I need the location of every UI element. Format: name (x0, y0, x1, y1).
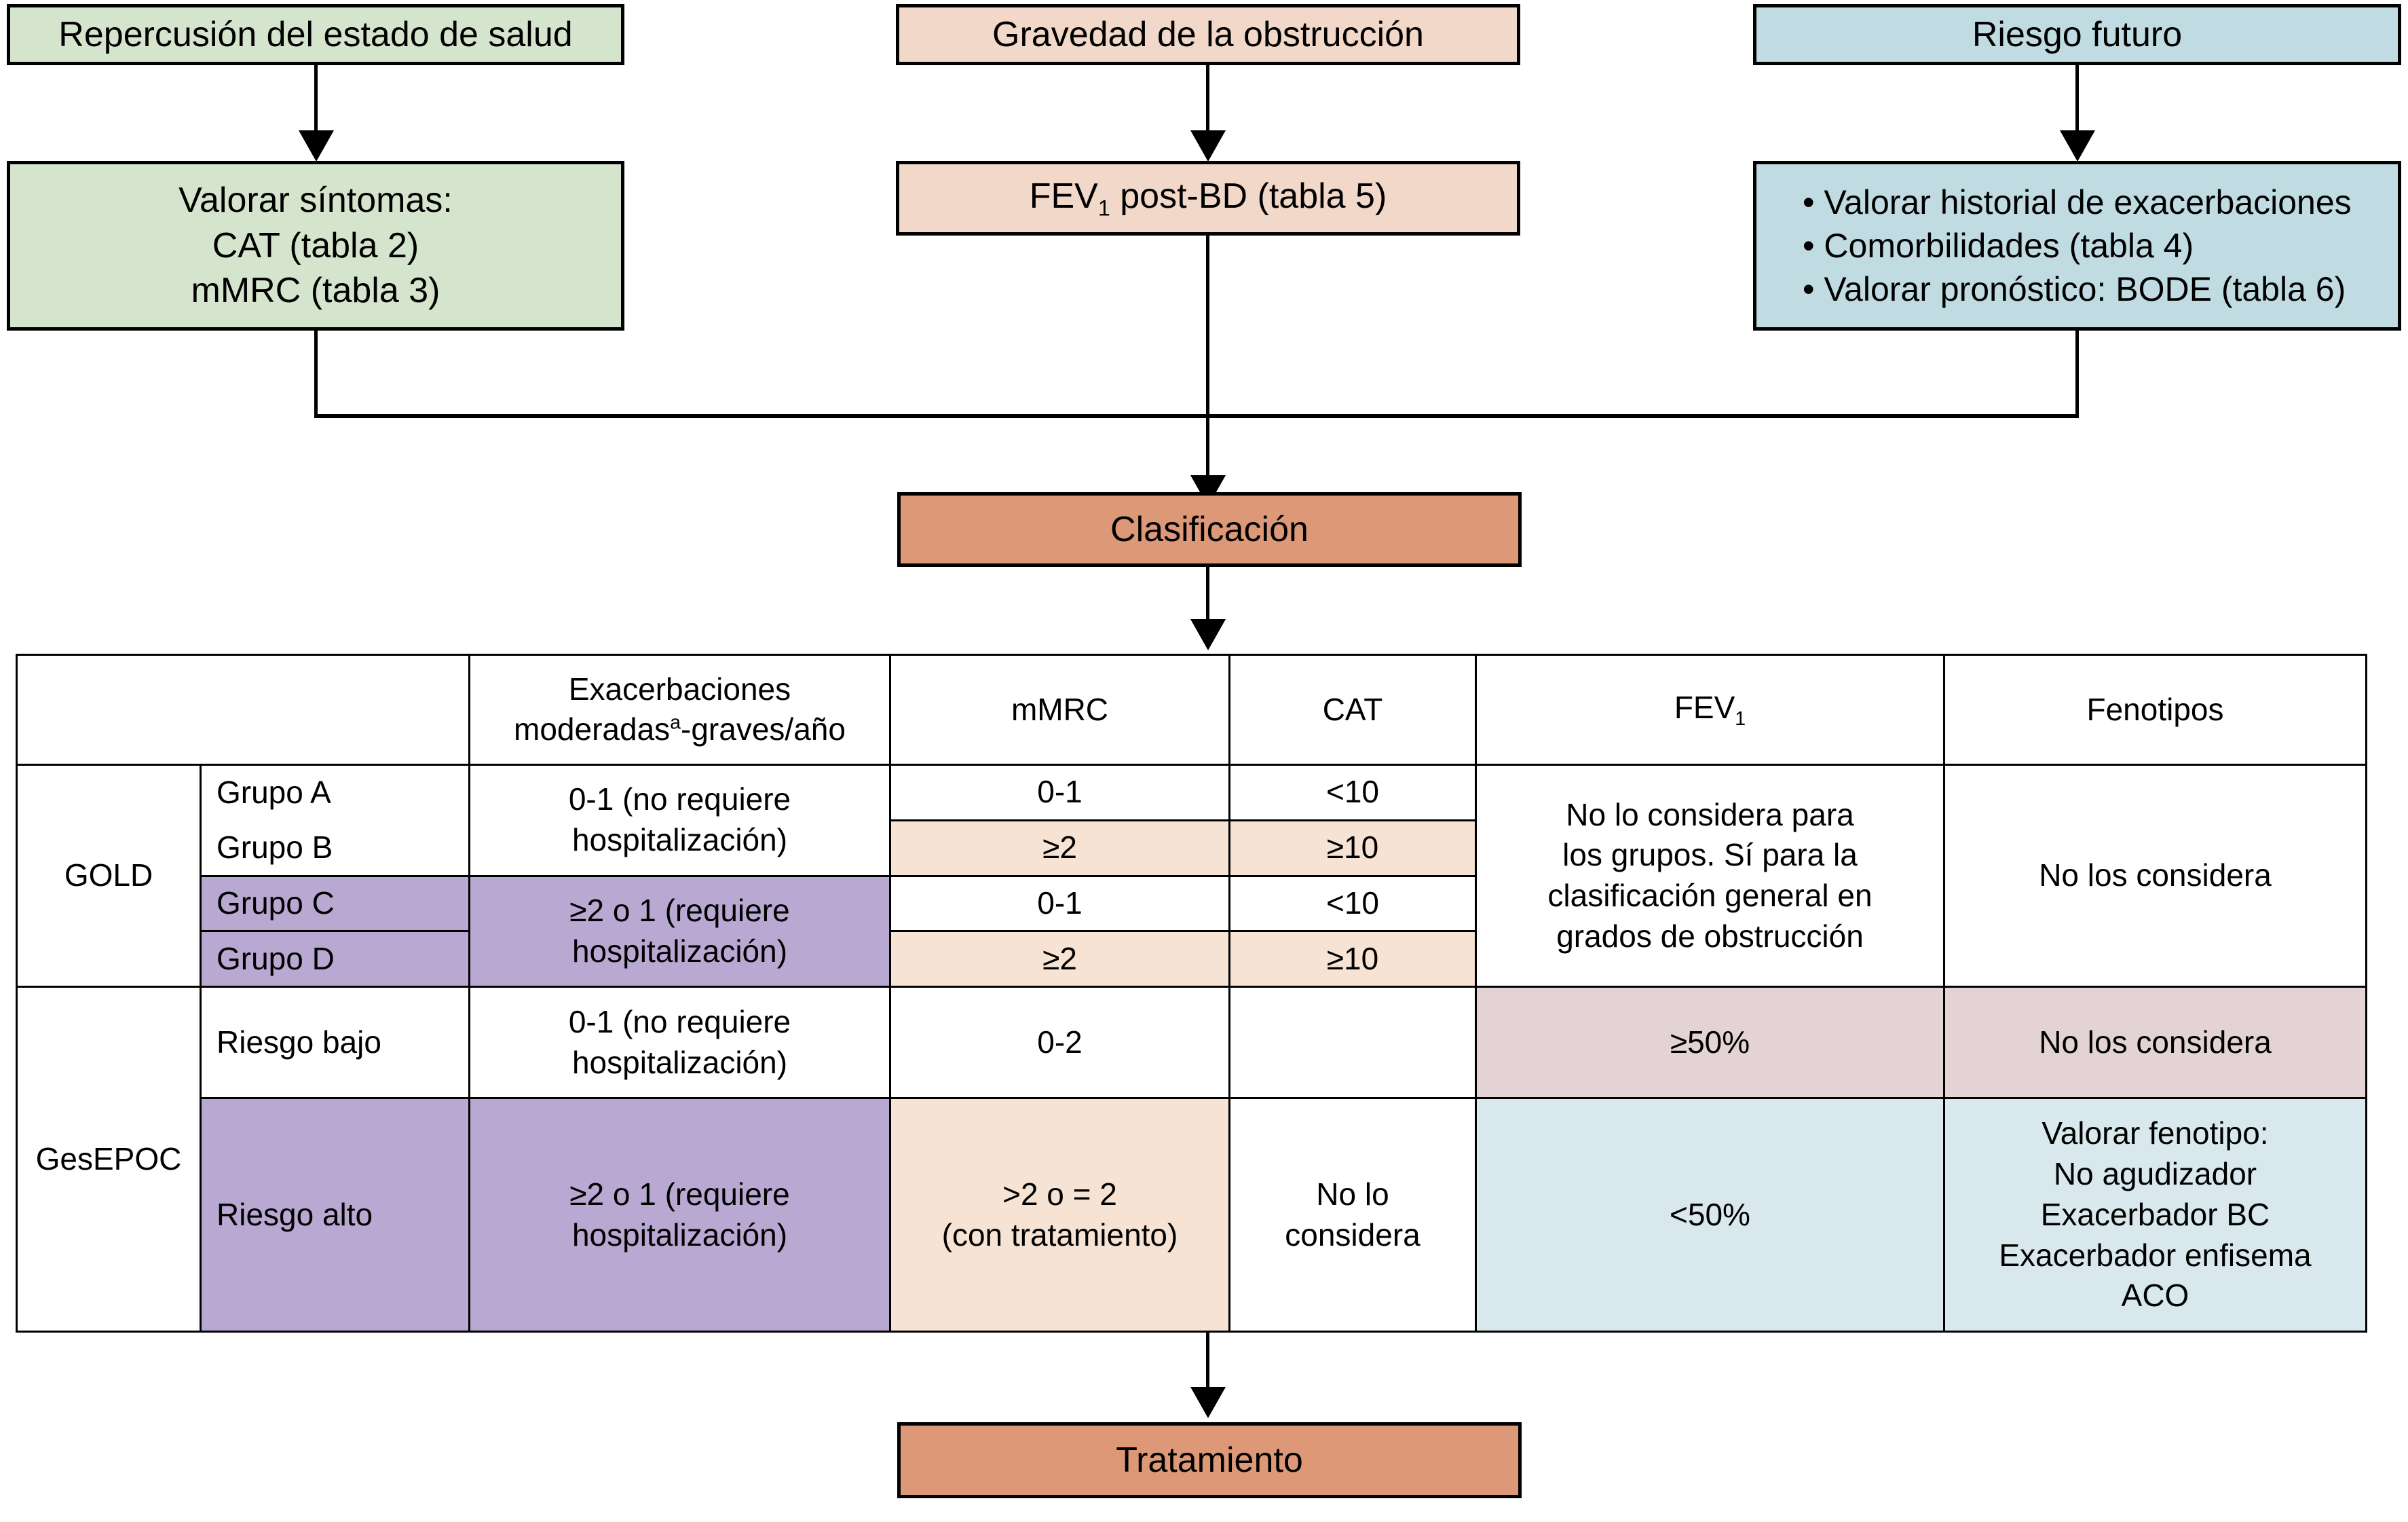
node-clasificacion: Clasificación (897, 492, 1522, 567)
connector-riesgo-vline (2075, 65, 2079, 136)
cell-mmrc-alto: >2 o = 2 (con tratamiento) (889, 1097, 1230, 1333)
table-to-tratamiento-vline (1206, 1333, 1209, 1392)
cell-mmrc-b: ≥2 (889, 819, 1230, 877)
classification-comparison-table: Exacerbaciones moderadasa-graves/año mMR… (16, 654, 2367, 1333)
cell-grupo-c: Grupo C (200, 874, 470, 933)
merge-right-vline (2075, 331, 2079, 417)
table-to-tratamiento-arrowhead (1190, 1387, 1226, 1418)
cell-fenotipos-alto-line5: ACO (2121, 1278, 2189, 1314)
riesgo-item-2: • Comorbilidades (tabla 4) (1803, 227, 2194, 265)
table-row-riesgo-alto: Riesgo alto ≥2 o 1 (requiere hospitaliza… (17, 1097, 2367, 1333)
cell-mmrc-c: 0-1 (889, 874, 1230, 933)
cell-mmrc-d: ≥2 (889, 930, 1230, 988)
node-repercusion-estado-salud: Repercusión del estado de salud (7, 4, 624, 65)
cell-fenotipos-alto-line4: Exacerbador enfisema (1999, 1237, 2312, 1273)
table-row-grupo-b: Grupo B ≥2 ≥10 (17, 819, 2367, 877)
clasificacion-label: Clasificación (1110, 509, 1309, 549)
merge-to-clasificacion-vline (1206, 414, 1209, 482)
cell-mmrc-alto-line1: >2 o = 2 (1002, 1176, 1117, 1212)
header-exacerbaciones-line2b: -graves/año (681, 711, 846, 747)
table-header-row: Exacerbaciones moderadasa-graves/año mMR… (16, 654, 2367, 766)
connector-riesgo-arrowhead (2060, 130, 2095, 162)
section-label-gold: GOLD (16, 763, 202, 988)
merge-horizontal-bar (314, 414, 2079, 418)
cell-cat-a: <10 (1228, 763, 1477, 821)
merge-left-vline (314, 331, 318, 417)
merge-center-vline-top (1206, 236, 1209, 417)
table-row-grupo-a: GOLD Grupo A 0-1 (no requiere hospitaliz… (16, 763, 2367, 988)
valorar-sintomas-line-1: Valorar síntomas: (178, 181, 453, 221)
cell-fenotipos-alto-line1: Valorar fenotipo: (2042, 1115, 2269, 1151)
cell-cat-alto-line1: No lo (1316, 1176, 1389, 1212)
connector-repercusion-vline (314, 65, 318, 136)
node-gravedad-obstruccion: Gravedad de la obstrucción (896, 4, 1520, 65)
cell-grupo-a: Grupo A (200, 763, 470, 821)
header-fev1-base: FEV (1674, 689, 1735, 725)
cell-fenotipos-alto-line3: Exacerbador BC (2040, 1196, 2270, 1232)
cell-fenotipos-alto-line2: No agudizador (2053, 1155, 2257, 1191)
connector-gravedad-vline (1206, 65, 1209, 136)
clasificacion-to-table-arrowhead (1190, 619, 1226, 650)
node-gravedad-label: Gravedad de la obstrucción (992, 14, 1424, 54)
cell-cat-c: <10 (1228, 874, 1477, 933)
cell-exacerbaciones-cd: ≥2 o 1 (requiere hospitalización) (468, 874, 891, 988)
cell-fev1-bajo: ≥50% (1475, 986, 1945, 1100)
clasificacion-to-table-vline (1206, 567, 1209, 624)
table-row-grupo-c: Grupo C ≥2 o 1 (requiere hospitalización… (17, 874, 2367, 988)
tratamiento-label: Tratamiento (1116, 1440, 1303, 1480)
node-valorar-sintomas: Valorar síntomas: CAT (tabla 2) mMRC (ta… (7, 161, 624, 331)
header-exacerbaciones: Exacerbaciones moderadasa-graves/año (468, 654, 891, 766)
connector-repercusion-arrowhead (299, 130, 334, 162)
cell-mmrc-bajo: 0-2 (889, 986, 1230, 1100)
cell-exacerbaciones-alto: ≥2 o 1 (requiere hospitalización) (468, 1097, 891, 1333)
riesgo-item-3: • Valorar pronóstico: BODE (tabla 6) (1803, 270, 2346, 308)
node-riesgo-items: • Valorar historial de exacerbaciones • … (1753, 161, 2401, 331)
cell-mmrc-alto-line2: (con tratamiento) (941, 1217, 1178, 1252)
node-tratamiento: Tratamiento (897, 1422, 1522, 1498)
node-fev1-post-bd: FEV1 post-BD (tabla 5) (896, 161, 1520, 236)
cell-riesgo-alto: Riesgo alto (200, 1097, 470, 1333)
node-riesgo-futuro: Riesgo futuro (1753, 4, 2401, 65)
header-mmrc: mMRC (889, 654, 1230, 766)
section-label-gesepoc: GesEPOC (16, 986, 202, 1333)
cell-fev1-gold: No lo considera para los grupos. Sí para… (1475, 763, 1945, 988)
cell-cat-d: ≥10 (1228, 930, 1477, 988)
connector-gravedad-arrowhead (1190, 130, 1226, 162)
header-fenotipos: Fenotipos (1943, 654, 2367, 766)
table-row-riesgo-bajo: GesEPOC Riesgo bajo 0-1 (no requiere hos… (16, 986, 2367, 1333)
header-exacerbaciones-line2a: moderadas (514, 711, 671, 747)
cell-cat-alto: No lo considera (1228, 1097, 1477, 1333)
cell-riesgo-bajo: Riesgo bajo (200, 986, 470, 1100)
header-exacerbaciones-footnote-marker: a (670, 712, 681, 735)
cell-fenotipos-gold: No los considera (1943, 763, 2367, 988)
cell-fev1-gold-line3: clasificación general en (1547, 878, 1873, 914)
valorar-sintomas-line-3: mMRC (tabla 3) (191, 271, 440, 311)
cell-fenotipos-bajo: No los considera (1943, 986, 2367, 1100)
cell-fev1-gold-line2: los grupos. Sí para la (1562, 837, 1858, 873)
cell-exacerbaciones-bajo: 0-1 (no requiere hospitalización) (468, 986, 891, 1100)
header-fev1-sub: 1 (1735, 708, 1746, 730)
cell-fev1-gold-line1: No lo considera para (1566, 796, 1854, 832)
fev1-post-bd-label: FEV1 post-BD (tabla 5) (1029, 177, 1387, 221)
cell-cat-b: ≥10 (1228, 819, 1477, 877)
cell-exacerbaciones-ab: 0-1 (no requiere hospitalización) (468, 763, 891, 877)
cell-cat-bajo (1228, 986, 1477, 1100)
header-fev1: FEV1 (1475, 654, 1945, 766)
valorar-sintomas-line-2: CAT (tabla 2) (212, 225, 419, 265)
riesgo-item-1: • Valorar historial de exacerbaciones (1803, 183, 2352, 221)
cell-fev1-gold-line4: grados de obstrucción (1556, 918, 1864, 954)
header-cat: CAT (1228, 654, 1477, 766)
cell-mmrc-a: 0-1 (889, 763, 1230, 821)
header-exacerbaciones-line1: Exacerbaciones (568, 671, 791, 707)
cell-grupo-d: Grupo D (200, 930, 470, 988)
cell-fenotipos-alto: Valorar fenotipo: No agudizador Exacerba… (1943, 1097, 2367, 1333)
node-riesgo-futuro-label: Riesgo futuro (1972, 14, 2183, 54)
cell-grupo-b: Grupo B (200, 820, 470, 877)
cell-fev1-alto: <50% (1475, 1097, 1945, 1333)
header-blank (16, 654, 470, 766)
cell-cat-alto-line2: considera (1285, 1217, 1421, 1252)
table-row-grupo-d: Grupo D ≥2 ≥10 (17, 930, 2367, 988)
node-repercusion-label: Repercusión del estado de salud (58, 14, 573, 54)
